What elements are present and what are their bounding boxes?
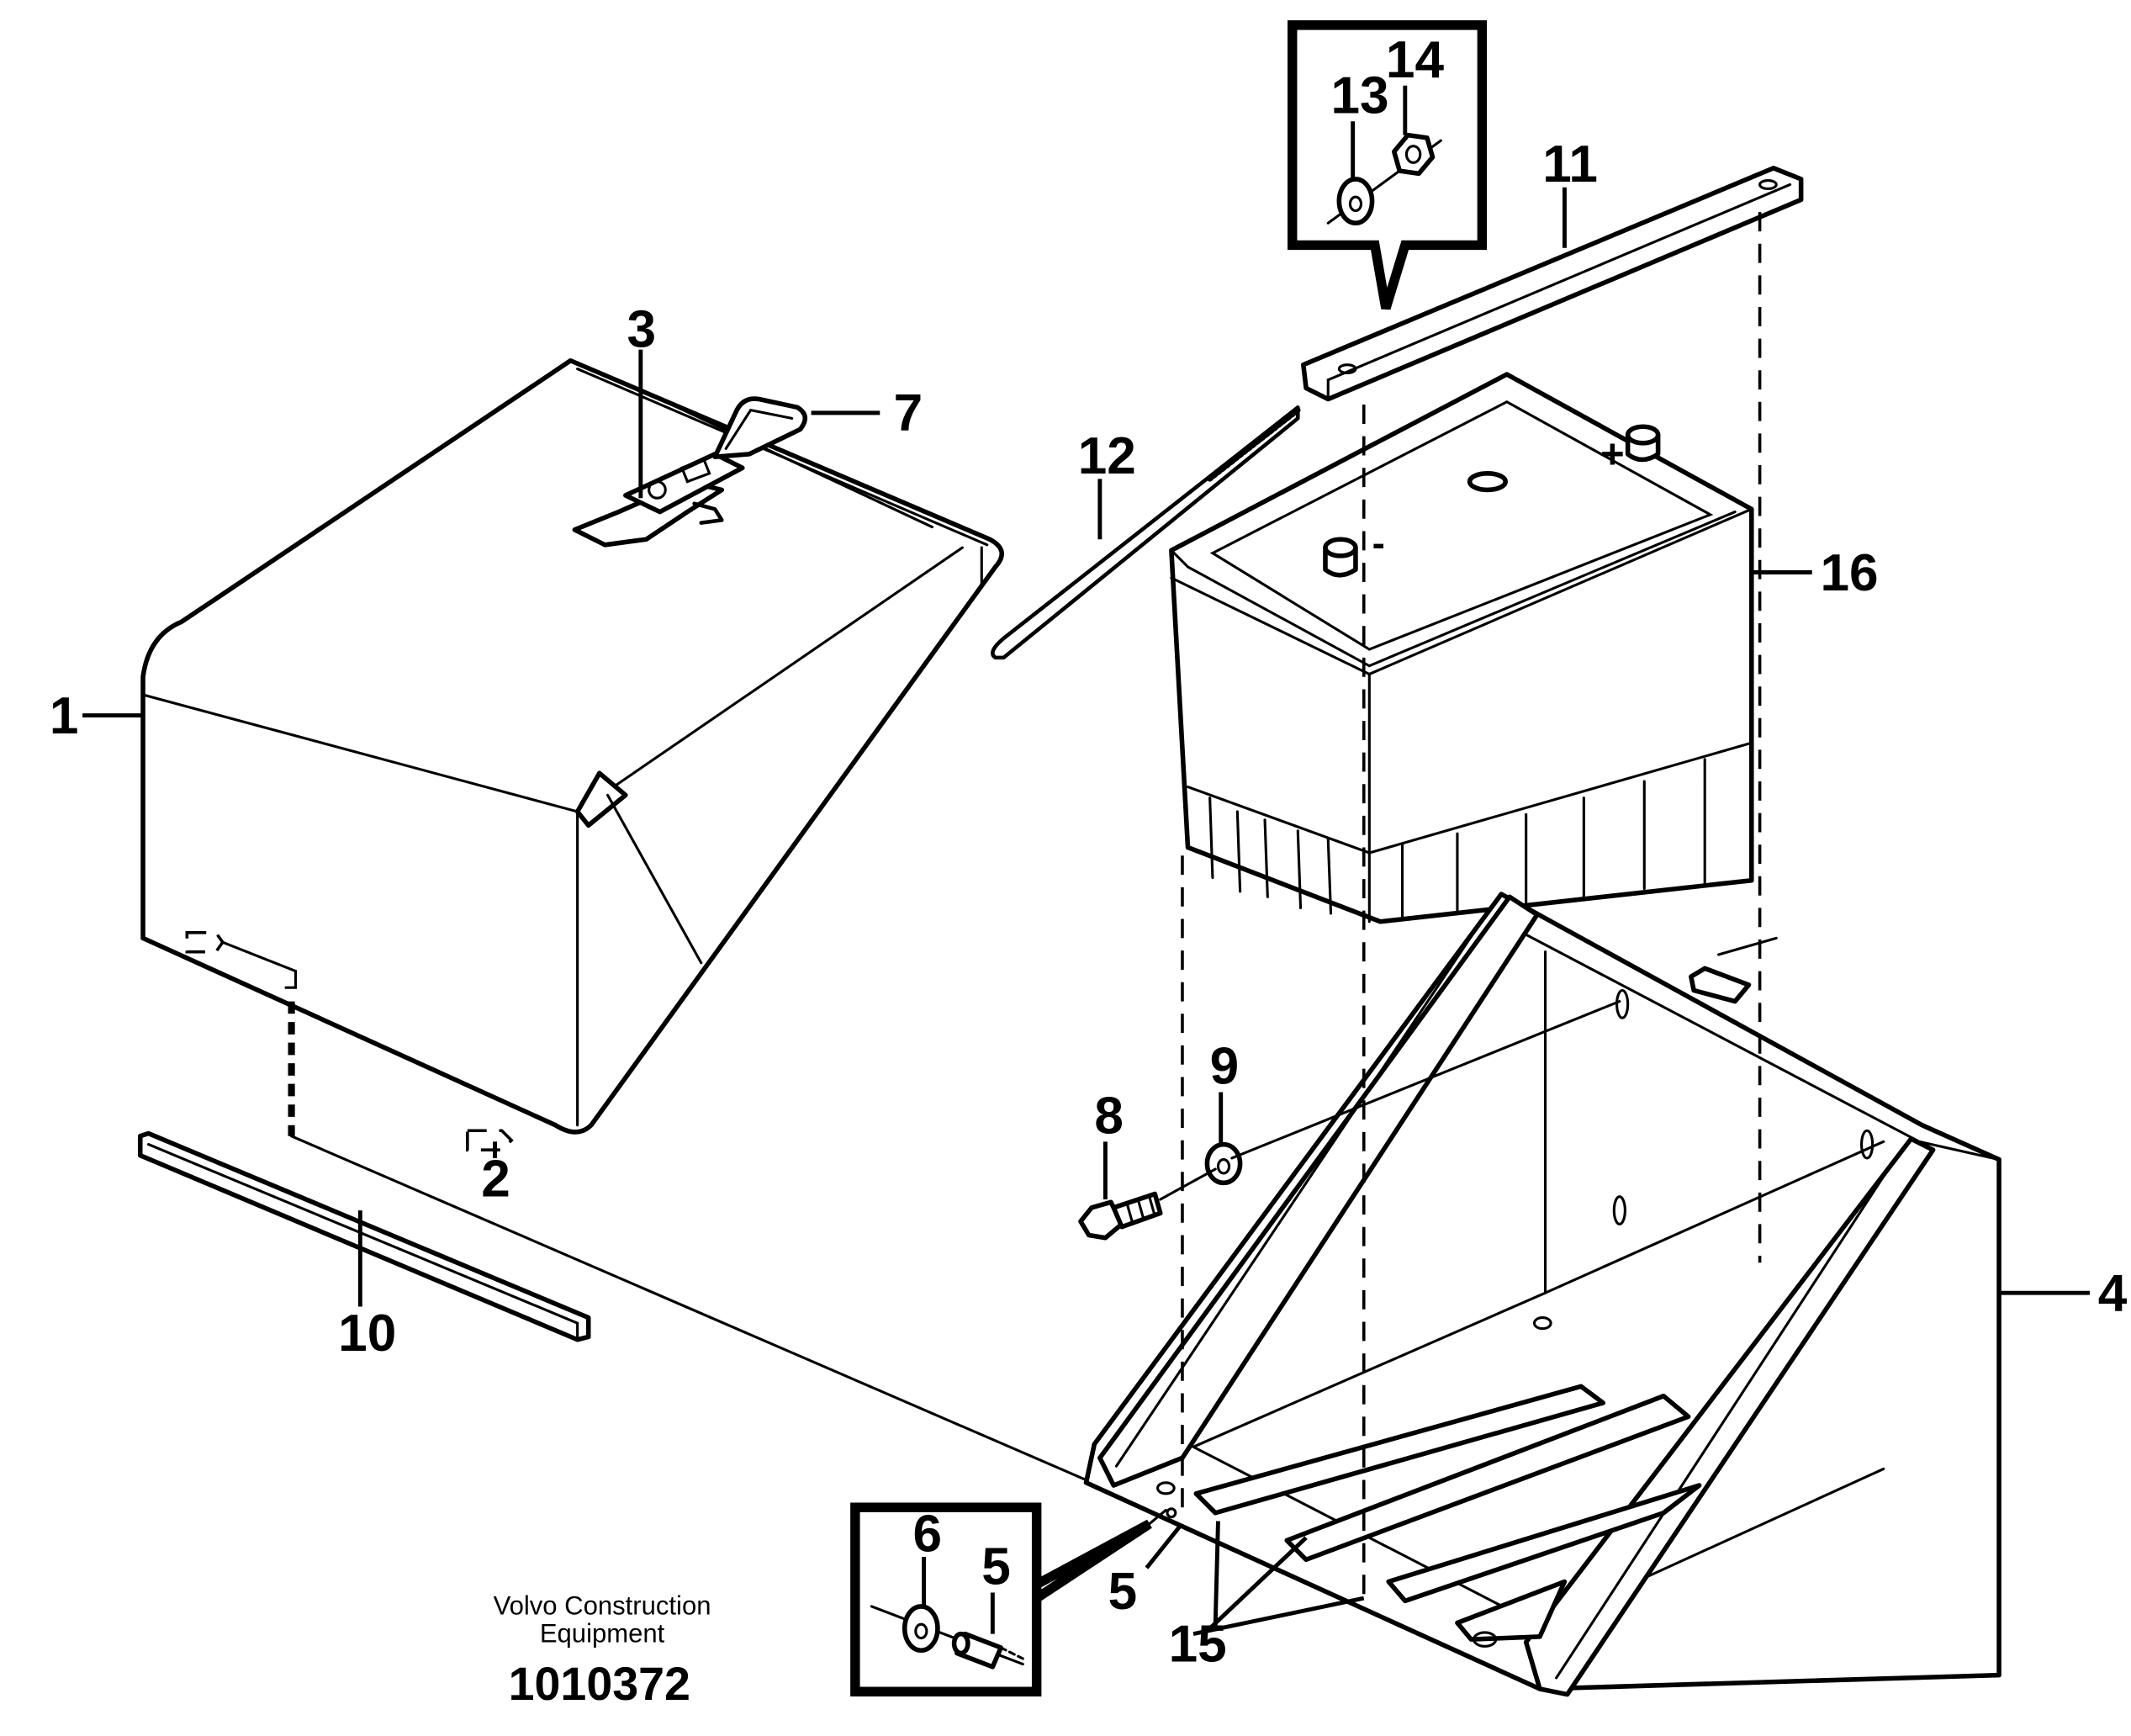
battery-box-cover: [140, 357, 1004, 1151]
leader-lines: [82, 85, 2090, 1637]
nut-washer-inset: [1288, 20, 1488, 310]
rubber-strip: [137, 1130, 591, 1342]
callout-6: 6: [913, 1506, 943, 1564]
pin-washer-inset: [850, 1502, 1152, 1696]
callout-2: 2: [481, 1151, 510, 1209]
callout-1: 1: [50, 687, 79, 745]
brand-line-2: Equipment: [540, 1618, 665, 1648]
callout-8: 8: [1094, 1088, 1124, 1146]
battery-tray: [1083, 892, 2001, 1697]
brand-line-1: Volvo Construction: [494, 1591, 711, 1621]
callout-13: 13: [1331, 66, 1389, 124]
callout-7: 7: [894, 384, 923, 442]
callout-9: 9: [1210, 1038, 1240, 1096]
document-number: 1010372: [509, 1658, 690, 1710]
callout-5-main: 5: [1108, 1563, 1138, 1621]
latch-assembly: [572, 396, 807, 548]
callout-12: 12: [1078, 427, 1136, 485]
battery-plus-mark: +: [1600, 431, 1625, 477]
callout-10: 10: [338, 1305, 396, 1363]
battery-minus-mark: -: [1372, 521, 1385, 564]
callout-11: 11: [1542, 135, 1598, 193]
callout-15: 15: [1169, 1615, 1227, 1673]
callout-16: 16: [1821, 544, 1879, 602]
callout-3: 3: [627, 300, 656, 358]
hold-down-bracket: [1301, 166, 1804, 402]
battery: + -: [1169, 372, 1754, 924]
callout-14: 14: [1386, 31, 1445, 89]
callout-5-inset: 5: [981, 1538, 1011, 1596]
callout-4: 4: [2098, 1264, 2128, 1322]
bolt-and-washer: [1078, 1000, 1621, 1241]
threaded-rod: [991, 405, 1301, 660]
